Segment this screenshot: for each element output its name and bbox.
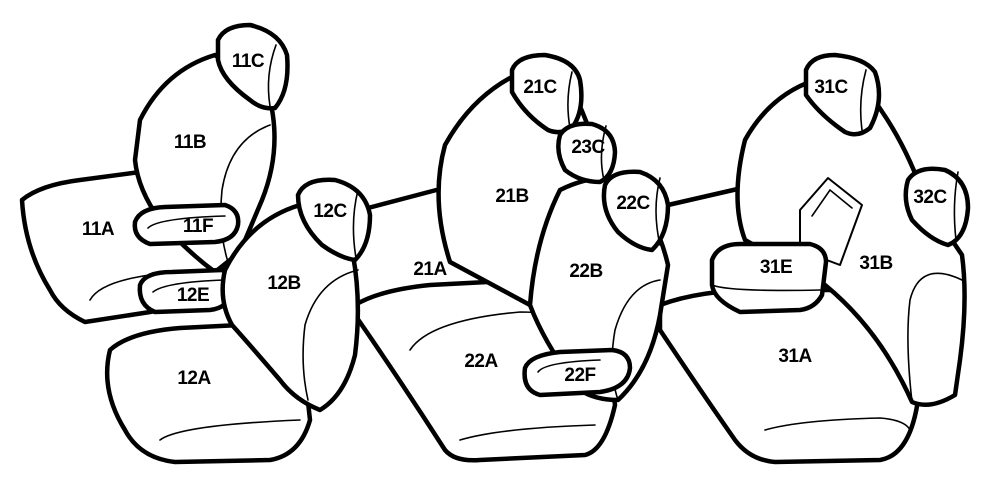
seam-31c — [859, 69, 867, 131]
armrest-31e — [709, 241, 829, 315]
seam-31-panel — [811, 188, 853, 217]
label-21a: 21A — [413, 259, 447, 280]
label-11f: 11F — [183, 216, 213, 237]
headrest-22c — [601, 169, 671, 253]
headrest-23c — [556, 121, 618, 185]
headrest-11c — [215, 22, 290, 111]
label-21c: 21C — [523, 77, 557, 98]
part-labels: 11C 11B 11A 11F 12C 12B 12E 12A 21C 23C … — [82, 51, 948, 389]
third-row-seat — [657, 52, 971, 465]
label-23c: 23C — [571, 137, 605, 158]
label-32c: 32C — [913, 187, 947, 208]
label-12e: 12E — [177, 285, 209, 306]
row-connector-line — [665, 185, 745, 208]
headrest-21c — [509, 52, 584, 135]
seam-22c — [655, 177, 661, 246]
label-11a: 11A — [82, 219, 115, 240]
label-22c: 22C — [616, 193, 650, 214]
label-31c: 31C — [814, 77, 848, 98]
seam-12b — [302, 269, 359, 401]
backrest-12b — [220, 202, 361, 413]
seam-12e — [152, 279, 226, 293]
armrest-11f — [132, 202, 241, 247]
seam-12a — [159, 419, 301, 441]
armrest-22f — [522, 347, 633, 398]
label-12a: 12A — [177, 368, 211, 389]
seam-31b — [907, 272, 963, 403]
label-12c: 12C — [313, 201, 347, 222]
label-22b: 22B — [569, 261, 602, 282]
seam-11f — [147, 215, 226, 229]
seam-22f — [537, 359, 601, 373]
seam-32c — [953, 171, 959, 241]
label-31a: 31A — [778, 346, 812, 367]
seam-31e — [711, 284, 821, 292]
seam-23c — [600, 125, 607, 181]
row-connector-line — [365, 185, 447, 211]
label-31b: 31B — [859, 253, 892, 274]
seam-31a — [764, 417, 911, 431]
headrest-12c — [295, 177, 373, 263]
label-31e: 31E — [760, 257, 792, 278]
label-21b: 21B — [495, 186, 528, 207]
label-12b: 12B — [267, 273, 300, 294]
label-11c: 11C — [232, 51, 265, 72]
seam-21c — [567, 71, 573, 129]
front-left-seat — [19, 22, 290, 325]
label-22a: 22A — [464, 351, 498, 372]
label-22f: 22F — [564, 365, 595, 386]
label-11b: 11B — [174, 132, 206, 153]
second-row-seat — [352, 52, 671, 463]
seam-11c — [267, 44, 277, 107]
seam-22a — [459, 424, 596, 441]
front-right-seat — [104, 177, 373, 465]
headrest-32c — [903, 166, 971, 248]
seam-12c — [352, 189, 359, 259]
